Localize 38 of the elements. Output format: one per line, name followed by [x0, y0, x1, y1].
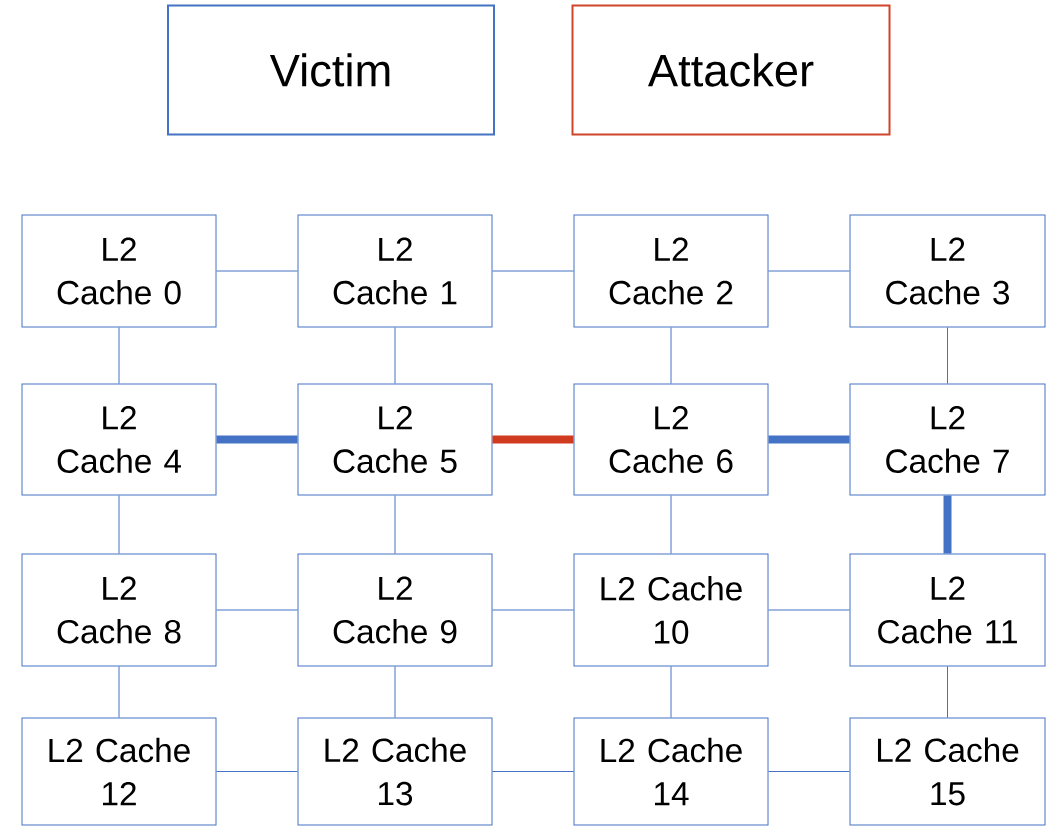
role-box: Victim	[167, 4, 495, 136]
connector-line	[492, 609, 574, 611]
cache-box: L2 Cache 7	[849, 383, 1046, 496]
connector-line	[216, 270, 298, 272]
connector-line	[670, 327, 672, 384]
cache-box: L2 Cache 1	[297, 214, 493, 328]
cache-box: L2 Cache 13	[297, 717, 493, 826]
cache-box: L2 Cache 6	[573, 383, 769, 496]
cache-box: L2 Cache 14	[573, 717, 769, 826]
cache-box: L2 Cache 8	[21, 553, 217, 667]
connector-line	[670, 495, 672, 554]
cache-box: L2 Cache 10	[573, 553, 769, 667]
cache-box: L2 Cache 5	[297, 383, 493, 496]
connector-line	[216, 771, 298, 772]
cache-box: L2 Cache 2	[573, 214, 769, 328]
connector-line	[768, 609, 850, 611]
connector-line	[670, 666, 672, 718]
connector-line	[216, 609, 298, 611]
cache-box: L2 Cache 4	[21, 383, 217, 496]
connector-line	[947, 327, 948, 384]
connector-line	[394, 666, 396, 718]
connector-line	[118, 666, 120, 718]
connector-line	[768, 771, 850, 772]
connector-line	[118, 495, 120, 554]
cache-box: L2 Cache 0	[21, 214, 217, 328]
role-box: Attacker	[571, 4, 891, 136]
cache-box: L2 Cache 3	[849, 214, 1046, 328]
cache-box: L2 Cache 9	[297, 553, 493, 667]
cache-box: L2 Cache 15	[849, 717, 1046, 826]
connector-line	[118, 327, 120, 384]
connector-line	[492, 771, 574, 772]
connector-line	[394, 327, 396, 384]
connector-line	[492, 270, 574, 272]
connector-line	[394, 495, 396, 554]
cache-box: L2 Cache 11	[849, 553, 1046, 667]
connector-line	[768, 270, 850, 272]
connector-line	[947, 666, 948, 718]
cache-box: L2 Cache 12	[21, 717, 217, 826]
